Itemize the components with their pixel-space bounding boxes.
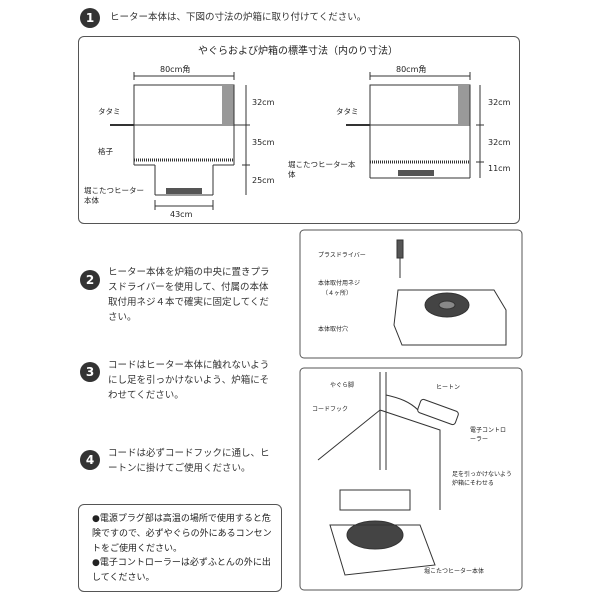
- right-dim-11: 11cm: [488, 164, 511, 173]
- yagura-label: やぐら脚: [330, 382, 355, 389]
- note-2: ●電子コントローラーは必ずふとんの外に出してください。: [92, 558, 271, 583]
- left-dim-25: 25cm: [252, 176, 275, 185]
- right-heater-label: 堀こたつヒーター本体: [288, 160, 356, 179]
- cord-note-label: 足を引っかけないよう炉箱にそわせる: [452, 471, 512, 487]
- driver-label: プラスドライバー: [318, 252, 366, 259]
- step-3-text: コードはヒーター本体に触れないようにし足を引っかけないよう、炉箱にそわせてくださ…: [108, 360, 270, 401]
- left-koushi-label: 格子: [98, 147, 113, 156]
- heaton-label: ヒートン: [436, 384, 461, 391]
- note-1: ●電源プラグ部は高温の場所で使用すると危険ですので、必ずやぐらの外にあるコンセン…: [92, 514, 272, 554]
- step-1-text: ヒーター本体は、下図の寸法の炉箱に取り付けてください。: [110, 12, 367, 23]
- left-tatami-label: タタミ: [98, 107, 121, 116]
- left-heater-label: 堀こたつヒーター本体: [84, 186, 144, 205]
- step-1-number: 1: [80, 8, 100, 28]
- dimension-diagram-panel: [78, 36, 520, 224]
- step-2-text: ヒーター本体を炉箱の中央に置きプラスドライバーを使用して、付属の本体取付用ネジ４…: [108, 267, 270, 323]
- controller-label: 電子コントローラー: [470, 427, 507, 443]
- screw-count-label: （４ヶ所）: [322, 290, 353, 297]
- step-4-text: コードは必ずコードフックに通し、ヒートンに掛けてご使用ください。: [108, 448, 270, 474]
- left-bottom-width: 43cm: [170, 210, 193, 219]
- step-4-number: 4: [80, 450, 100, 470]
- step-2-number: 2: [80, 270, 100, 290]
- right-tatami-label: タタミ: [336, 107, 359, 116]
- diagram-title: やぐらおよび炉箱の標準寸法（内のり寸法）: [198, 46, 398, 57]
- screw-label: 本体取付用ネジ: [318, 280, 361, 287]
- right-dim-32b: 32cm: [488, 138, 511, 147]
- right-dim-32a: 32cm: [488, 98, 511, 107]
- hole-label: 本体取付穴: [318, 326, 349, 333]
- left-dim-35: 35cm: [252, 138, 275, 147]
- right-width-label: 80cm角: [396, 65, 427, 74]
- left-dim-32: 32cm: [252, 98, 275, 107]
- hook-label: コードフック: [312, 406, 349, 413]
- step-3-number: 3: [80, 362, 100, 382]
- heater-body-label: 堀こたつヒーター本体: [424, 568, 485, 575]
- left-width-label: 80cm角: [160, 65, 191, 74]
- notes-panel: [78, 504, 282, 592]
